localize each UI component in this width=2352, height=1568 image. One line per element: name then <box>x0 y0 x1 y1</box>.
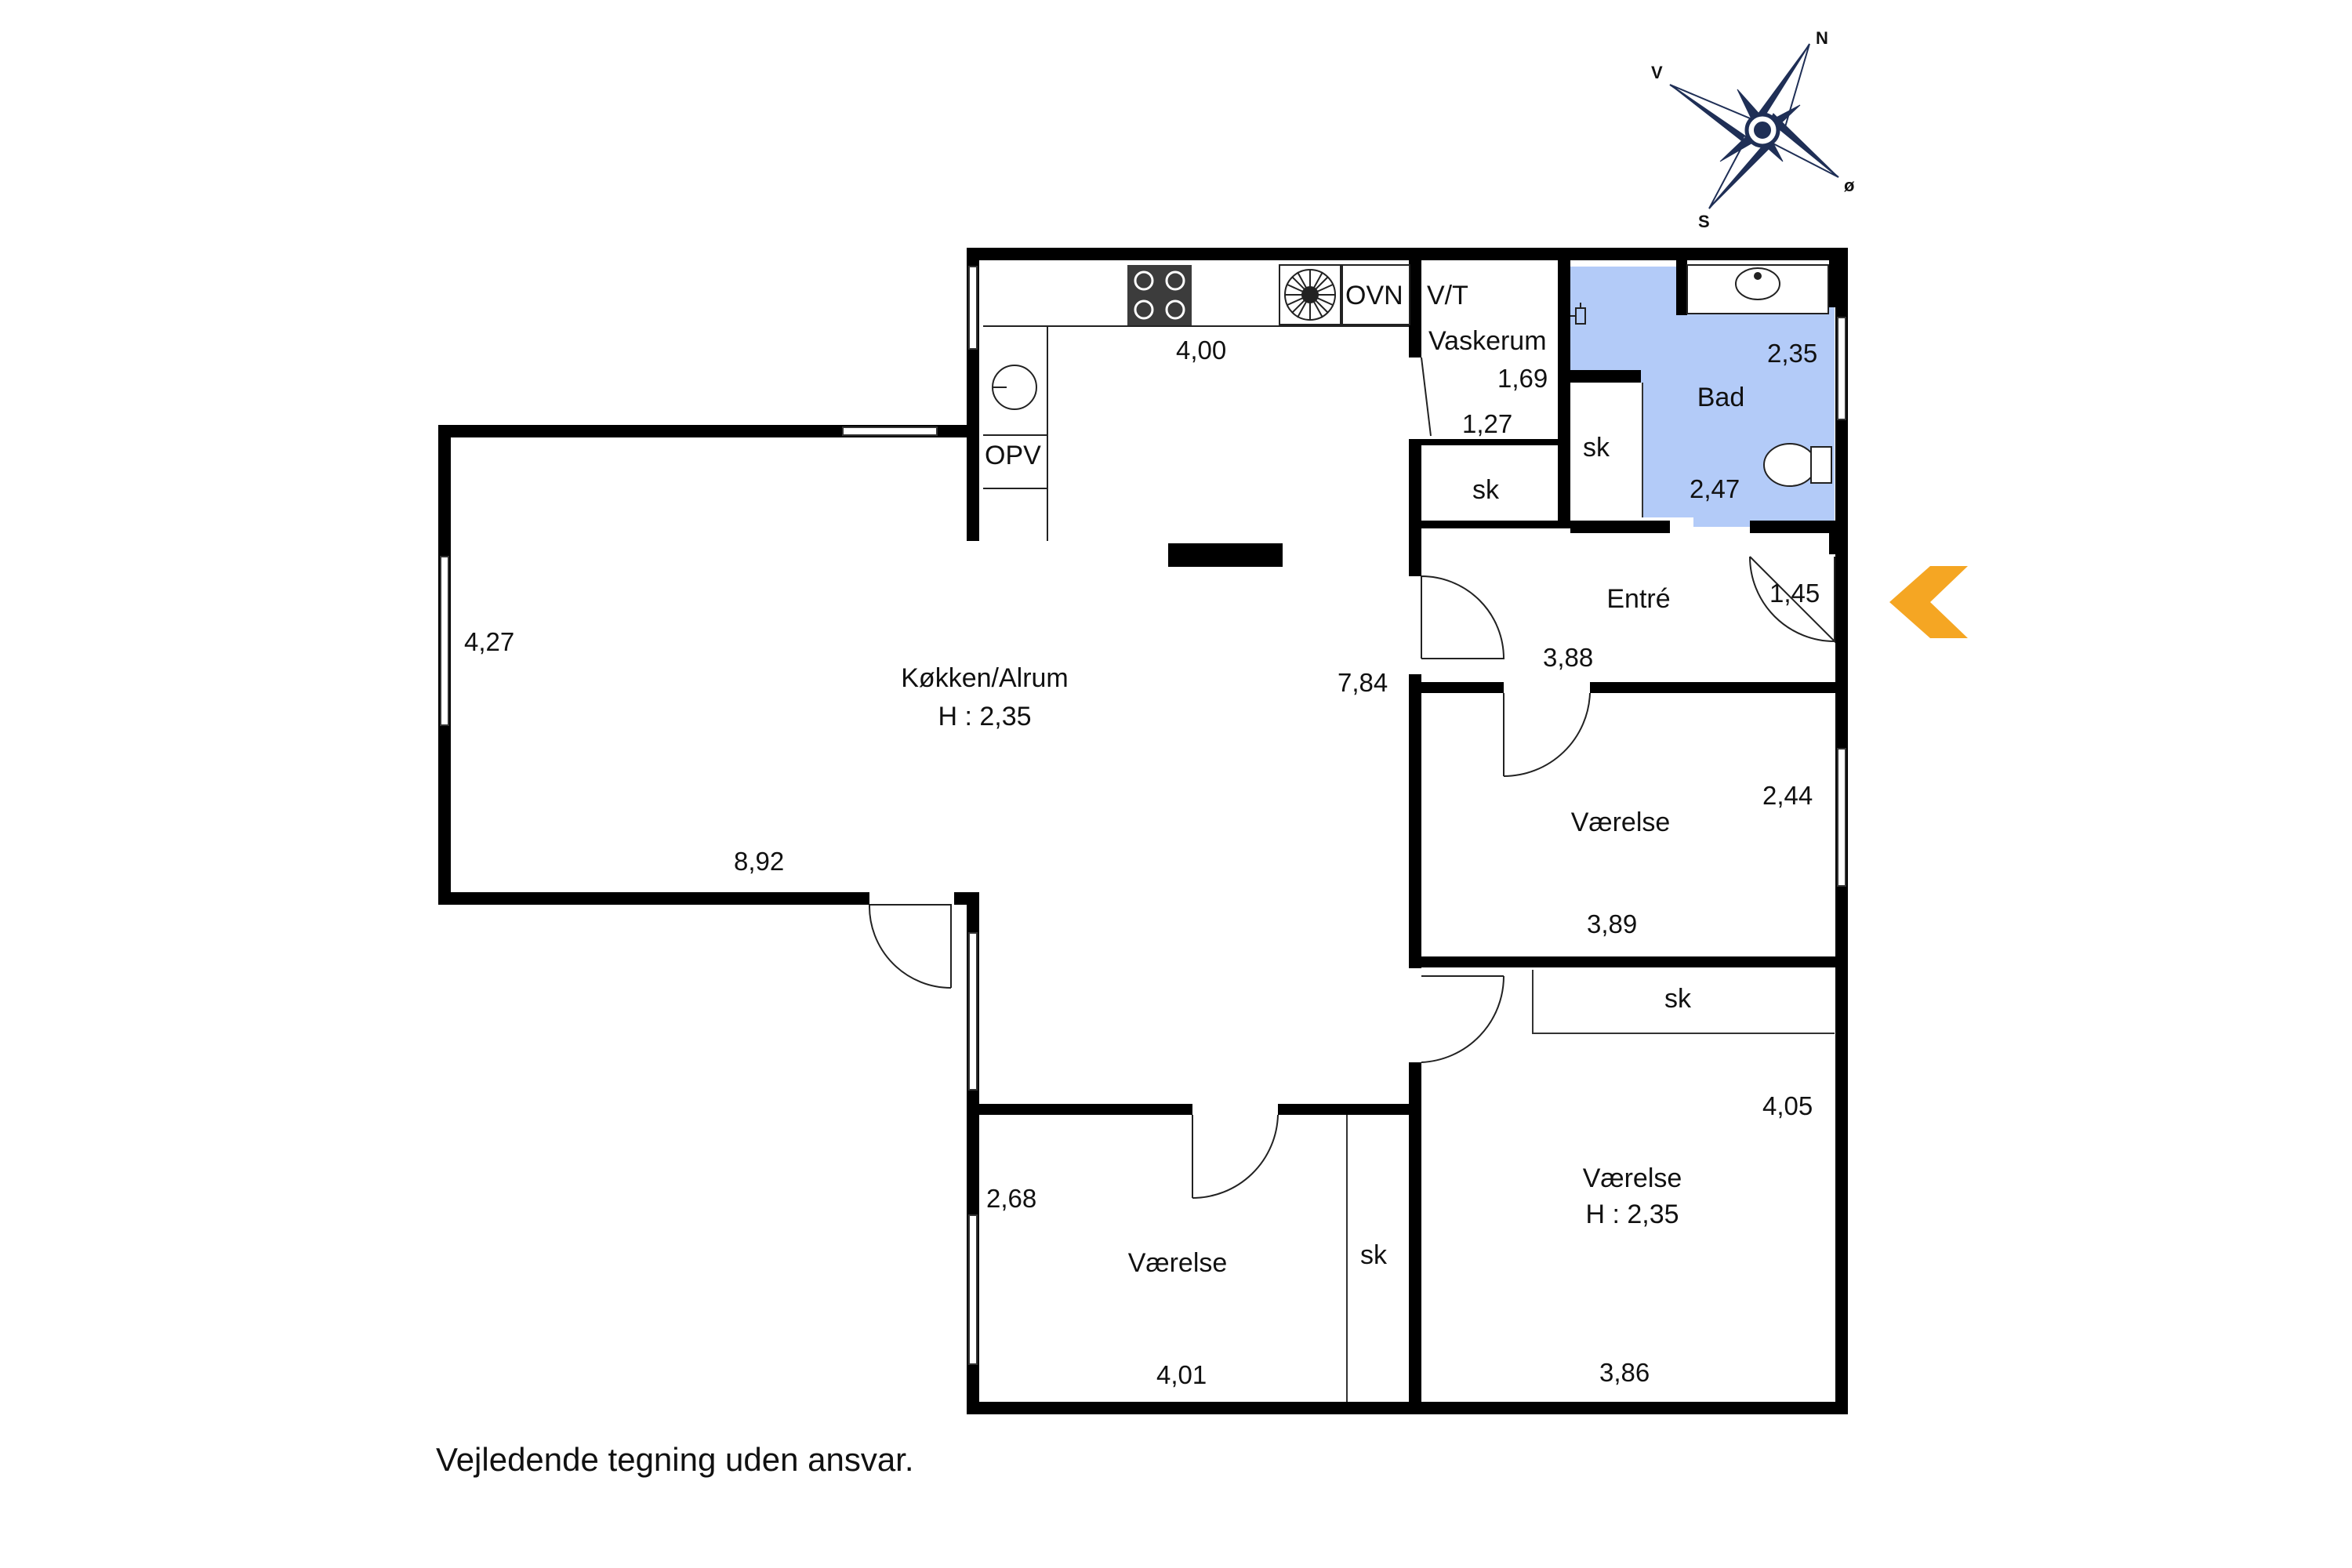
dim-bath-a: 2,35 <box>1767 339 1817 368</box>
door-kitchen-entry <box>1421 575 1505 659</box>
compass-v: V <box>1651 63 1663 82</box>
kitchen-sink <box>992 365 1037 410</box>
window-living-left <box>440 556 449 726</box>
room-height-kitchen: H : 2,35 <box>938 702 1031 731</box>
door-swings <box>868 357 1835 1199</box>
dim-laundry-a: 1,69 <box>1497 364 1548 393</box>
wall-entry-bottom <box>1421 682 1504 693</box>
dim-room-br-w: 3,86 <box>1599 1358 1650 1387</box>
door-entry <box>1749 556 1835 644</box>
window-room-mid <box>1837 748 1846 887</box>
wall-bottom <box>967 1402 1848 1414</box>
dim-entry-door: 1,45 <box>1769 579 1820 608</box>
label-sk-bath: sk <box>1583 433 1610 463</box>
dim-living-bottom: 8,92 <box>734 847 784 876</box>
range-hood-fan <box>1279 264 1341 325</box>
label-opv: OPV <box>985 441 1041 470</box>
dim-bath-b: 2,47 <box>1690 474 1740 503</box>
window-left-low <box>968 1214 978 1365</box>
room-label-bl: Værelse <box>1128 1248 1228 1278</box>
door-room-br <box>1421 975 1505 1063</box>
disclaimer: Vejledende tegning uden ansvar. <box>436 1441 914 1478</box>
oven-box <box>1341 264 1410 325</box>
dim-kitchen-right: 7,84 <box>1338 668 1388 697</box>
dim-entry: 3,88 <box>1543 643 1593 672</box>
label-sk-laundry: sk <box>1472 475 1500 505</box>
kitchen-island <box>1168 543 1283 567</box>
bath-sink <box>1686 264 1829 314</box>
wall-bl-top <box>979 1104 1192 1115</box>
label-vt: V/T <box>1427 281 1468 310</box>
entrance-arrow <box>1889 566 1968 638</box>
cooktop <box>1127 265 1192 325</box>
room-label-br: Værelse <box>1583 1163 1682 1193</box>
dim-room-bl-h: 2,68 <box>986 1184 1036 1213</box>
door-room-mid <box>1503 692 1591 777</box>
room-label-entry: Entré <box>1606 584 1670 614</box>
room-label-kitchen: Køkken/Alrum <box>901 663 1069 693</box>
dim-room-mid-w: 3,89 <box>1587 909 1637 938</box>
label-ovn: OVN <box>1345 281 1403 310</box>
dim-laundry-b: 1,27 <box>1462 409 1512 438</box>
door-laundry <box>1421 357 1432 437</box>
toilet <box>1763 443 1832 487</box>
dim-room-mid-h: 2,44 <box>1762 781 1813 810</box>
wall-bath-left <box>1558 248 1570 527</box>
door-room-bl <box>1192 1114 1279 1199</box>
wall-mid-bottom <box>1421 956 1848 967</box>
compass-o: ø <box>1844 176 1855 195</box>
room-label-laundry: Vaskerum <box>1428 326 1547 356</box>
dim-room-bl-w: 4,01 <box>1156 1360 1207 1389</box>
windows <box>440 266 1846 1365</box>
wall-living-bottom <box>438 892 869 905</box>
laundry-tap <box>1570 303 1586 325</box>
window-left-mid <box>968 932 978 1091</box>
label-sk-bl: sk <box>1360 1240 1388 1270</box>
compass-s: S <box>1698 212 1710 231</box>
dim-room-br-h: 4,05 <box>1762 1091 1813 1120</box>
compass-n: N <box>1816 28 1828 48</box>
window-bath <box>1837 317 1846 420</box>
wall-top <box>967 248 1848 260</box>
wall-laundry-left <box>1409 248 1421 358</box>
dim-kitchen-top: 4,00 <box>1176 336 1226 365</box>
label-sk-mid: sk <box>1664 984 1692 1014</box>
room-height-br: H : 2,35 <box>1585 1200 1679 1229</box>
window-kitchen <box>968 266 978 350</box>
room-label-bath: Bad <box>1697 383 1745 412</box>
window-living-top <box>842 426 938 436</box>
compass-rose <box>1669 43 1839 209</box>
dim-living-left: 4,27 <box>464 627 514 656</box>
room-label-mid: Værelse <box>1571 808 1671 837</box>
walls <box>438 248 1848 1414</box>
door-garden <box>868 904 952 989</box>
